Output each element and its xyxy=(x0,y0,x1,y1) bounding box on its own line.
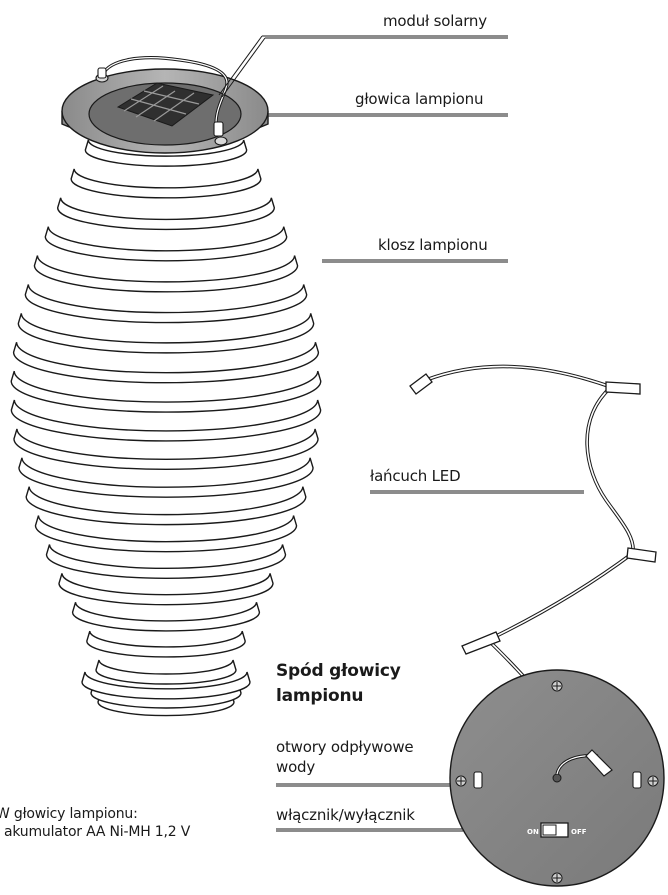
switch-on-label: ON xyxy=(527,828,539,836)
underside-heading-line1: Spód głowicy xyxy=(276,660,401,682)
shade-rib xyxy=(58,198,275,230)
label-lantern-shade: klosz lampionu xyxy=(378,236,488,254)
shade-rib xyxy=(73,602,260,631)
label-switch: włącznik/wyłącznik xyxy=(276,806,415,824)
label-drain-holes-line1: otwory odpływowe xyxy=(276,738,413,756)
label-lantern-head: głowica lampionu xyxy=(355,90,483,108)
lantern-head-underside: ON OFF xyxy=(450,670,664,886)
underside-heading-line2: lampionu xyxy=(276,685,363,707)
lantern-head xyxy=(62,58,268,153)
lantern-shade xyxy=(11,140,320,716)
label-solar-module: moduł solarny xyxy=(383,12,487,30)
shade-rib xyxy=(96,660,236,684)
battery-note-line1: W głowicy lampionu: xyxy=(0,806,138,823)
label-drain-holes-line2: wody xyxy=(276,758,315,776)
battery-note-line2: l akumulator AA Ni-MH 1,2 V xyxy=(0,824,190,841)
shade-rib xyxy=(87,631,245,657)
switch-off-label: OFF xyxy=(571,828,587,836)
shade-rib xyxy=(71,169,261,198)
label-led-chain: łańcuch LED xyxy=(370,467,460,485)
led-connector-icon xyxy=(410,374,656,654)
shade-rib xyxy=(45,227,286,261)
